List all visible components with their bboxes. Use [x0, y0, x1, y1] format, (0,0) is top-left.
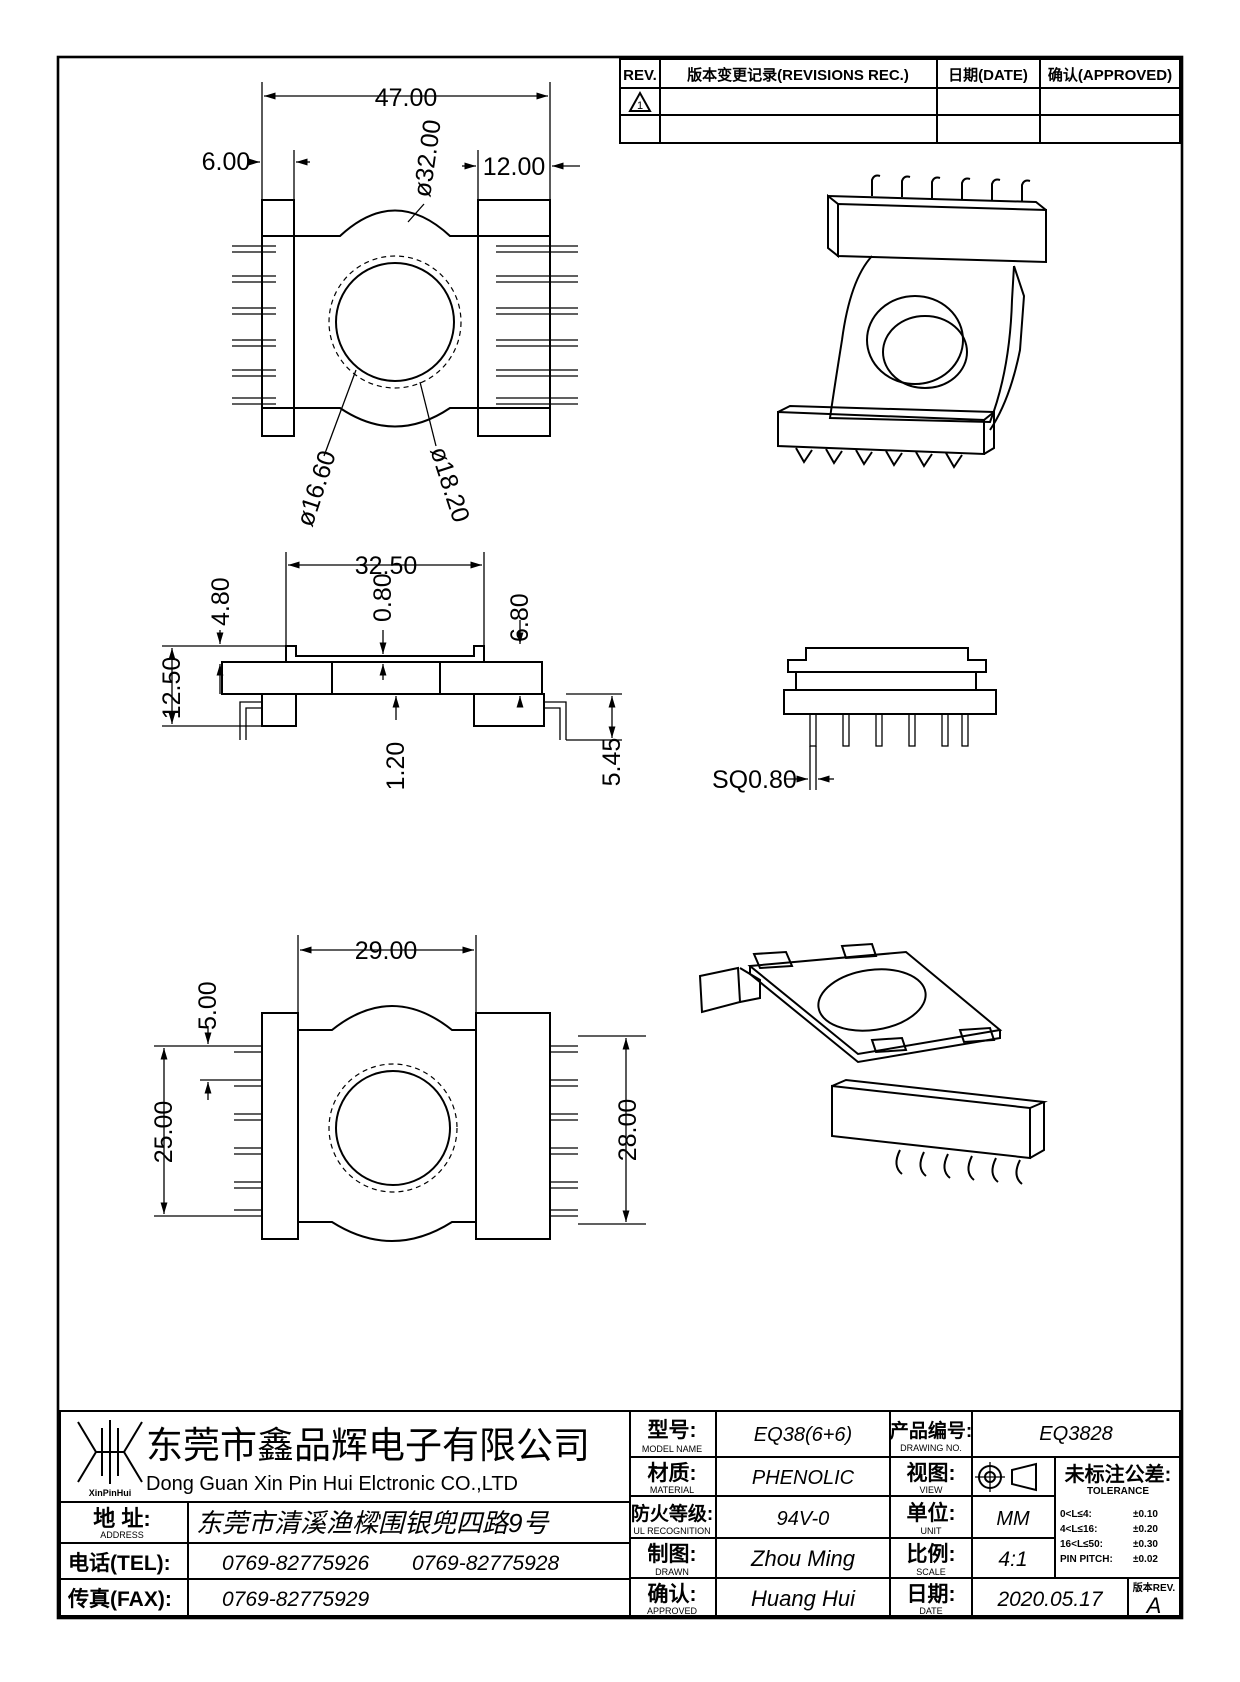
drawn-value: Zhou Ming [750, 1546, 856, 1571]
dim-right-flange: 12.00 [483, 153, 546, 181]
model-label-en: MODEL NAME [642, 1444, 702, 1454]
dim-total-height: 12.50 [158, 657, 186, 720]
top-right-pins [496, 245, 578, 405]
dim-center-diameter: ø18.20 [424, 443, 475, 526]
view-label: 视图: [907, 1461, 956, 1485]
tolerance-range-1: 0<L≤4: [1060, 1509, 1092, 1520]
date-label: 日期: [907, 1583, 956, 1606]
unit-value: MM [996, 1508, 1030, 1530]
dim-flange-height: 6.80 [506, 593, 534, 642]
iso-top-pins [795, 174, 1031, 469]
dim-pin-pitch: 5.00 [194, 981, 222, 1030]
bottom-view: 29.00 5.00 25.00 28.00 [150, 935, 646, 1242]
isometric-view-top [777, 174, 1047, 469]
tel-1: 0769-82775926 [222, 1552, 369, 1575]
material-label-en: MATERIAL [650, 1485, 694, 1495]
scale-value: 4:1 [998, 1548, 1027, 1571]
dim-side-span: 32.50 [355, 552, 418, 580]
approved-label: 确认: [648, 1582, 697, 1606]
tolerance-title: 未标注公差: [1065, 1462, 1172, 1486]
address-label-en: ADDRESS [100, 1530, 144, 1540]
iso-bottom-pins [895, 1149, 1023, 1185]
dim-wall: 0.80 [369, 573, 397, 622]
tolerance-value-4: ±0.02 [1133, 1554, 1158, 1565]
dim-left-offset: 6.00 [202, 148, 251, 176]
fax-label: 传真(FAX): [67, 1587, 172, 1611]
date-header: 日期(DATE) [948, 66, 1028, 84]
scale-label: 比例: [907, 1542, 956, 1566]
material-label: 材质: [648, 1461, 697, 1485]
revisions-header: 版本变更记录(REVISIONS REC.) [687, 66, 909, 84]
bottom-right-pins [550, 1045, 578, 1217]
dim-pin-length: 5.45 [598, 738, 626, 787]
fax-value: 0769-82775929 [222, 1588, 369, 1611]
date-label-en: DATE [919, 1606, 942, 1616]
dim-outer-diameter: ø32.00 [408, 118, 447, 199]
drawn-label: 制图: [648, 1543, 697, 1566]
tolerance-range-3: 16<L≤50: [1060, 1539, 1103, 1550]
projection-symbol-icon [975, 1462, 1037, 1492]
revision-table: REV. 版本变更记录(REVISIONS REC.) 日期(DATE) 确认(… [619, 58, 1181, 144]
isometric-view-bottom [698, 942, 1048, 1185]
fire-label-en: UL RECOGNITION [633, 1526, 710, 1536]
tel-label: 电话(TEL): [68, 1552, 171, 1575]
dim-base: 1.20 [382, 742, 410, 791]
revision-triangle-icon: 1 [628, 90, 652, 112]
approved-header: 确认(APPROVED) [1048, 66, 1172, 84]
bottom-left-pins [234, 1045, 262, 1217]
dim-overall-width: 47.00 [375, 84, 438, 112]
tel-2: 0769-82775928 [412, 1552, 559, 1575]
tolerance-range-2: 4<L≤16: [1060, 1524, 1097, 1535]
scale-label-en: SCALE [916, 1567, 946, 1577]
tolerance-value-2: ±0.20 [1133, 1524, 1158, 1535]
tolerance-value-1: ±0.10 [1133, 1509, 1158, 1520]
approved-value: Huang Hui [751, 1586, 856, 1611]
side-view: 32.50 4.80 0.80 6.80 12.50 1.20 5.45 [158, 552, 626, 790]
tolerance-value-3: ±0.30 [1133, 1539, 1158, 1550]
unit-label: 单位: [907, 1501, 956, 1525]
address-value: 东莞市清溪渔樑围银兜四路9号 [196, 1508, 550, 1538]
tolerance-range-4: PIN PITCH: [1060, 1554, 1113, 1565]
view-label-en: VIEW [919, 1485, 943, 1495]
dim-inner-diameter: ø16.60 [291, 447, 342, 530]
approved-label-en: APPROVED [647, 1606, 698, 1616]
company-name-cn: 东莞市鑫品辉电子有限公司 [146, 1425, 590, 1466]
top-left-pins [232, 245, 276, 405]
sheet-border [56, 55, 1184, 1620]
tolerance-title-en: TOLERANCE [1087, 1486, 1149, 1497]
company-name-en: Dong Guan Xin Pin Hui Elctronic CO.,LTD [146, 1473, 518, 1495]
dim-pin-row: 25.00 [150, 1101, 178, 1164]
dim-body-depth: 28.00 [614, 1099, 642, 1162]
model-label: 型号: [648, 1419, 697, 1442]
company-logo: XinPinHui [77, 1420, 143, 1498]
dim-top-height: 4.80 [207, 577, 235, 626]
drawing-no-label: 产品编号: [890, 1419, 972, 1442]
material-value: PHENOLIC [752, 1467, 855, 1489]
model-value: EQ38(6+6) [754, 1424, 852, 1446]
logo-text: XinPinHui [89, 1488, 132, 1498]
revision-marker: 1 [637, 100, 643, 112]
title-block: XinPinHui 东莞市鑫品辉电子有限公司 Dong Guan Xin Pin… [59, 1410, 1181, 1618]
unit-label-en: UNIT [921, 1526, 942, 1536]
front-view: SQ0.80 [712, 647, 997, 794]
address-label: 地 址: [93, 1506, 150, 1531]
rev-header: REV. [623, 67, 657, 84]
drawing-no-value: EQ3828 [1039, 1423, 1112, 1445]
version-label: 版本REV. [1133, 1581, 1176, 1594]
drawing-no-label-en: DRAWING NO. [900, 1443, 962, 1453]
front-pins [809, 713, 969, 790]
drawn-label-en: DRAWN [655, 1567, 689, 1577]
dim-bottom-span: 29.00 [355, 937, 418, 965]
dim-pin-square: SQ0.80 [712, 766, 797, 794]
date-value: 2020.05.17 [996, 1588, 1103, 1611]
top-view: 47.00 6.00 12.00 ø32.00 ø16.60 ø18.20 [202, 82, 580, 530]
version-value: A [1145, 1593, 1162, 1618]
fire-value: 94V-0 [777, 1508, 830, 1530]
fire-label: 防火等级: [631, 1502, 713, 1525]
